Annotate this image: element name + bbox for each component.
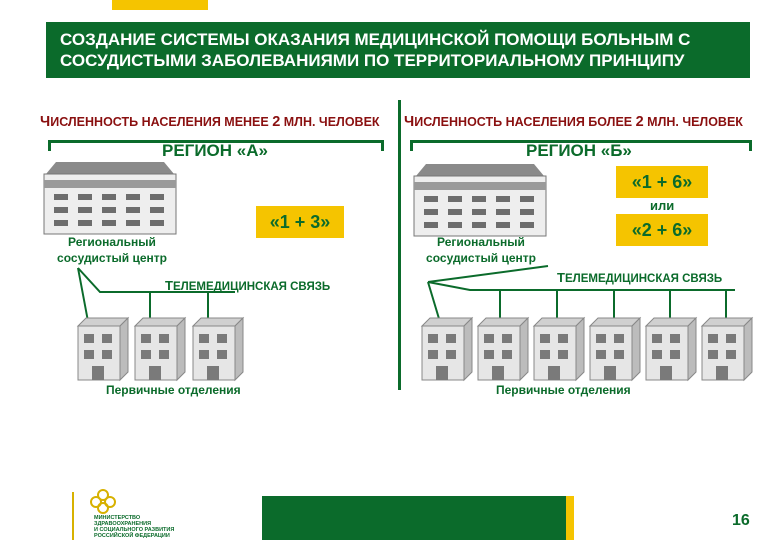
clinic-building-icon <box>532 316 586 382</box>
footer-yellow-strip <box>566 496 574 540</box>
center-divider <box>398 100 401 390</box>
right-formula-badge-2: «2 + 6» <box>616 214 708 246</box>
left-center-label: Региональный сосудистый центр <box>57 235 167 265</box>
clinic-building-icon <box>476 316 530 382</box>
clinic-building-icon <box>420 316 474 382</box>
title-line-2: СОСУДИСТЫМИ ЗАБОЛЕВАНИЯМИ ПО ТЕРРИТОРИАЛ… <box>60 51 685 70</box>
top-accent-bar <box>112 0 208 10</box>
left-departments-label: Первичные отделения <box>106 383 241 397</box>
ministry-logo-icon <box>90 489 116 514</box>
left-formula-badge: «1 + 3» <box>256 206 344 238</box>
title-line-1: СОЗДАНИЕ СИСТЕМЫ ОКАЗАНИЯ МЕДИЦИНСКОЙ ПО… <box>60 30 691 49</box>
right-departments-label: Первичные отделения <box>496 383 631 397</box>
left-population-label: ЧИСЛЕННОСТЬ НАСЕЛЕНИЯ МЕНЕЕ 2 МЛН. ЧЕЛОВ… <box>40 114 380 130</box>
clinic-building-icon <box>191 316 245 382</box>
clinic-building-icon <box>644 316 698 382</box>
left-region-bracket <box>48 140 384 151</box>
right-population-label: ЧИСЛЕННОСТЬ НАСЕЛЕНИЯ БОЛЕЕ 2 МЛН. ЧЕЛОВ… <box>404 114 743 130</box>
right-telemedicine-label: ТЕЛЕМЕДИЦИНСКАЯ СВЯЗЬ <box>557 270 723 285</box>
slide-title: СОЗДАНИЕ СИСТЕМЫ ОКАЗАНИЯ МЕДИЦИНСКОЙ ПО… <box>46 22 750 78</box>
right-or-label: или <box>650 198 675 213</box>
right-center-label: Региональный сосудистый центр <box>426 235 536 265</box>
page-number: 16 <box>732 512 750 529</box>
right-region-bracket <box>410 140 752 151</box>
hospital-building-icon <box>413 164 547 237</box>
clinic-building-icon <box>133 316 187 382</box>
clinic-building-icon <box>76 316 130 382</box>
left-region-title: РЕГИОН «А» <box>162 141 268 160</box>
ministry-name: Министерство здравоохранения и социально… <box>94 515 175 539</box>
hospital-building-icon <box>43 162 177 235</box>
right-formula-badge-1: «1 + 6» <box>616 166 708 198</box>
footer-divider <box>72 492 74 540</box>
clinic-building-icon <box>700 316 754 382</box>
clinic-building-icon <box>588 316 642 382</box>
right-telemedicine-lines <box>427 265 735 323</box>
left-telemedicine-label: ТЕЛЕМЕДИЦИНСКАЯ СВЯЗЬ <box>165 278 331 293</box>
right-region-title: РЕГИОН «Б» <box>526 141 632 160</box>
footer-green-bar <box>262 496 574 540</box>
